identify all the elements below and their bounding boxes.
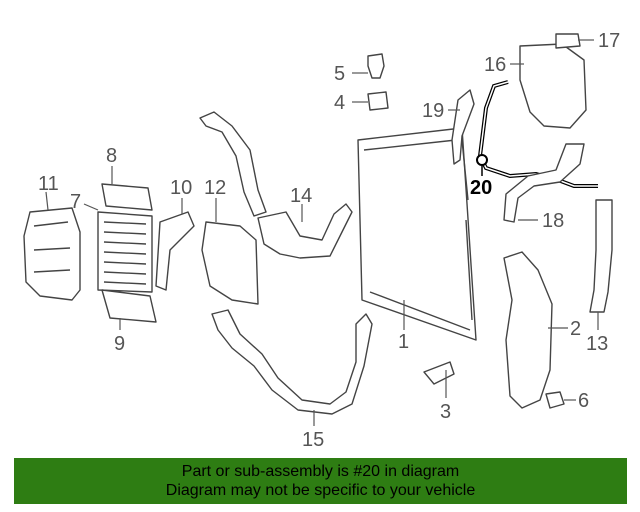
- part-11-shroud: [23, 207, 81, 301]
- banner-line-1: Part or sub-assembly is #20 in diagram: [181, 463, 460, 480]
- callout-6: 6: [578, 390, 589, 412]
- callout-4: 4: [334, 92, 345, 114]
- callout-20-highlighted: 20: [470, 177, 492, 199]
- callout-10: 10: [170, 177, 192, 199]
- leader-lines: [45, 39, 599, 426]
- part-9-bracket: [101, 289, 157, 323]
- callout-18: 18: [542, 210, 564, 232]
- banner-line-2: Diagram may not be specific to your vehi…: [165, 482, 476, 499]
- part-15-hose: [211, 309, 373, 415]
- callout-12: 12: [204, 177, 226, 199]
- part-4-cap: [367, 91, 389, 111]
- callout-13: 13: [586, 333, 608, 355]
- callout-19: 19: [422, 100, 444, 122]
- part-8-bracket: [101, 183, 153, 211]
- info-banner: Part or sub-assembly is #20 in diagram D…: [14, 458, 627, 504]
- callout-1: 1: [398, 331, 409, 353]
- part-14-hose: [257, 203, 353, 259]
- callout-14: 14: [290, 185, 312, 207]
- part-10-mount: [155, 211, 195, 291]
- callout-17: 17: [598, 30, 620, 52]
- callout-3: 3: [440, 401, 451, 423]
- part-2-bracket: [503, 251, 553, 409]
- parts-diagram: 11 7 8 9 10 12 14 5 4 1 3 2 6 13 15 16 1…: [23, 30, 620, 451]
- callout-11: 11: [38, 173, 59, 195]
- part-17-cap: [555, 33, 581, 49]
- callout-2: 2: [570, 318, 581, 340]
- part-20-hose-highlighted[interactable]: [476, 80, 598, 188]
- part-16-reservoir: [519, 43, 587, 129]
- part-7-intercooler: [97, 211, 153, 293]
- part-18-hose: [503, 143, 585, 223]
- callout-16: 16: [484, 54, 506, 76]
- callout-9: 9: [114, 333, 125, 355]
- part-12-shroud: [201, 221, 259, 305]
- part-19-hose: [451, 89, 475, 165]
- callout-7: 7: [70, 191, 81, 213]
- part-6-bolt: [545, 391, 565, 409]
- part-5-bleed-screw: [367, 53, 385, 79]
- part-3-bracket: [423, 361, 455, 385]
- callout-15: 15: [302, 429, 324, 451]
- upper-hose: [199, 111, 267, 217]
- callout-5: 5: [334, 63, 345, 85]
- part-1-radiator: [357, 127, 477, 341]
- part-13-hose: [589, 199, 613, 313]
- callout-8: 8: [106, 145, 117, 167]
